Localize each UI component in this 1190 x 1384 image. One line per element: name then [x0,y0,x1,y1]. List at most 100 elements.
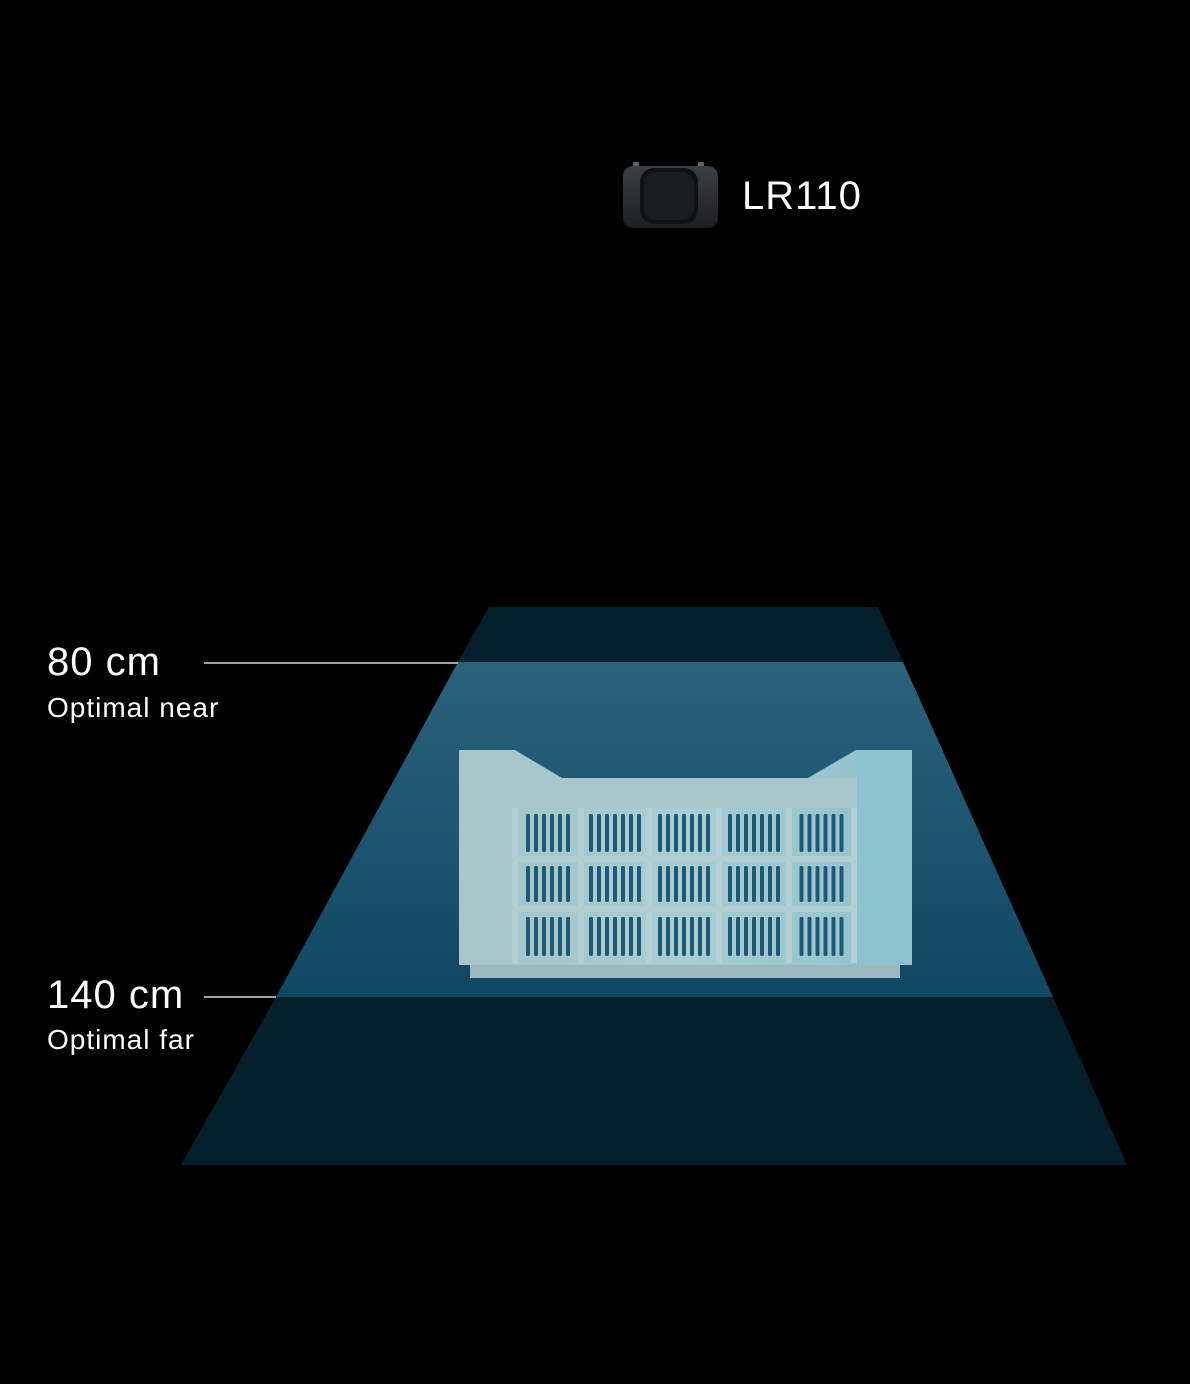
crate-slot [776,866,780,902]
crate-slot [613,814,617,852]
crate-slot [728,866,732,902]
far-zone [181,997,1127,1165]
crate-slot [666,917,670,956]
crate-slot [589,917,593,956]
crate-slot [768,917,772,956]
crate-slot [629,917,633,956]
crate-slot [658,866,662,902]
crate-slot [706,814,710,852]
crate-slot [706,917,710,956]
crate-slot [807,866,812,902]
crate-slot [621,917,625,956]
crate-slot [558,866,562,902]
crate-slot [550,917,554,956]
crate-slot [823,866,828,902]
crate-slot [728,814,732,852]
crate-slot [706,866,710,902]
crate-slot [736,917,740,956]
crate-slot [605,814,609,852]
crate-slot [550,814,554,852]
crate-slot [658,814,662,852]
crate-slot [799,917,804,956]
crate-slot [621,866,625,902]
crate-slot [674,814,678,852]
crate-slot [629,814,633,852]
crate-slot [728,917,732,956]
crate-slot [589,814,593,852]
crate-slot [666,866,670,902]
crate-slot [589,866,593,902]
crate-slot [744,917,748,956]
crate-slot [760,917,764,956]
crate-slot [823,814,828,852]
crate-slot [815,917,820,956]
crate-slot [690,917,694,956]
crate-slot [736,866,740,902]
crate-slot [690,814,694,852]
crate-slot [526,866,530,902]
crate-slot [597,814,601,852]
near-distance-caption: Optimal near [47,692,220,723]
far-distance-caption: Optimal far [47,1024,195,1055]
crate-slot [666,814,670,852]
crate-slot [613,866,617,902]
crate-slot [744,814,748,852]
near-distance-value: 80 cm [47,640,161,684]
camera-device-icon [623,162,718,228]
crate-slot [597,866,601,902]
crate-slot [682,917,686,956]
crate-slot [682,866,686,902]
crate-slot [542,917,546,956]
crate-slot [597,917,601,956]
crate-slot [698,917,702,956]
device-label: LR110 [742,174,862,218]
crate-slot [752,866,756,902]
crate-slot [823,917,828,956]
crate-slot [807,917,812,956]
crate-slot [658,917,662,956]
crate-slot [534,814,538,852]
crate-slot [768,814,772,852]
crate-slot [768,866,772,902]
crate-slot [799,866,804,902]
crate-slot [629,866,633,902]
crate-slot [752,917,756,956]
crate-slot [776,917,780,956]
crate-slot [760,866,764,902]
crate-slot [736,814,740,852]
crate-slot [776,814,780,852]
crate-slot [839,814,844,852]
crate-slot [534,917,538,956]
crate-slot [839,866,844,902]
crate-slot [558,814,562,852]
crate-slot [637,814,641,852]
crate-slots [526,814,844,956]
crate-slot [637,866,641,902]
crate-slot [526,917,530,956]
crate-slot [799,814,804,852]
crate-slot [550,866,554,902]
crate-slot [674,866,678,902]
crate-slot [566,917,570,956]
crate-slot [760,814,764,852]
crate-slot [526,814,530,852]
crate-slot [605,866,609,902]
crate-slot [839,917,844,956]
crate-slot [698,866,702,902]
crate-icon [459,750,912,978]
crate-slot [542,866,546,902]
crate-slot [558,917,562,956]
crate-slot [682,814,686,852]
crate-slot [566,814,570,852]
crate-slot [621,814,625,852]
crate-slot [831,814,836,852]
crate-slot [534,866,538,902]
crate-slot [744,866,748,902]
crate-slot [690,866,694,902]
near-blind-zone [458,607,903,662]
crate-slot [637,917,641,956]
crate-slot [566,866,570,902]
crate-slot [752,814,756,852]
crate-slot [698,814,702,852]
